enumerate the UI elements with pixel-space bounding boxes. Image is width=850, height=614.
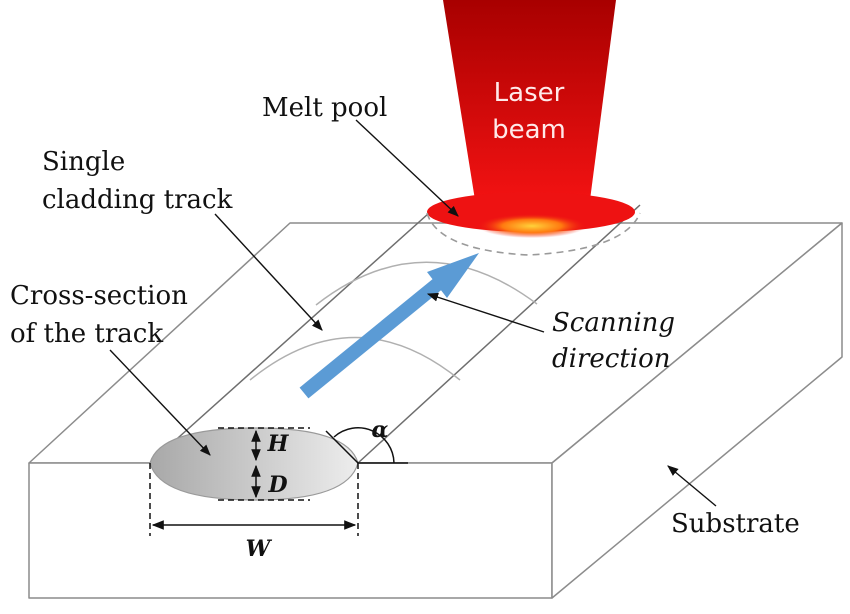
dim-w-label: W [246, 536, 273, 562]
melt-pool-label: Melt pool [262, 93, 387, 123]
contact-angle [325, 427, 395, 464]
angle-tangent-line [325, 430, 359, 464]
track-right-edge [357, 204, 641, 464]
track-arc-upper [315, 261, 538, 306]
substrate-block [28, 222, 843, 599]
cross-label-line1: Cross-section [10, 281, 188, 311]
dim-h-label: H [267, 431, 290, 457]
cross-section [149, 427, 359, 501]
scan-arrow-shaft [299, 272, 450, 399]
substrate-label: Substrate [671, 509, 800, 539]
cross-label-line2: of the track [10, 319, 163, 349]
scan-label-line1: Scanning [552, 308, 675, 338]
substrate-side-face [551, 222, 843, 599]
laser-label-line1: Laser [494, 78, 565, 108]
scan-label-line2: direction [552, 344, 671, 374]
scan-leader [426, 292, 545, 333]
laser-beam: Laser beam [426, 0, 641, 256]
track-arc-lower [249, 336, 461, 381]
scan-arrow [299, 253, 479, 399]
track-leader [214, 213, 323, 331]
cross-section-shape [149, 427, 359, 501]
track-left-edge [149, 204, 439, 464]
angle-label: α [372, 417, 389, 443]
track-label-line1: Single [42, 147, 125, 177]
substrate-leader [667, 465, 717, 507]
laser-label-line2: beam [492, 115, 566, 145]
track-label-line2: cladding track [42, 185, 233, 215]
leader-lines [109, 119, 717, 507]
laser-beam-body [443, 0, 616, 200]
melt-pool-outline [426, 212, 641, 256]
scan-arrow-head [427, 253, 479, 298]
dimension-lines [149, 427, 408, 536]
melt-pool-core [478, 214, 586, 238]
cross-section-leader [109, 349, 211, 456]
dim-d-label: D [267, 472, 287, 498]
angle-arc [333, 427, 395, 464]
melt-pool-leader [355, 119, 459, 217]
cladding-track [149, 204, 641, 464]
